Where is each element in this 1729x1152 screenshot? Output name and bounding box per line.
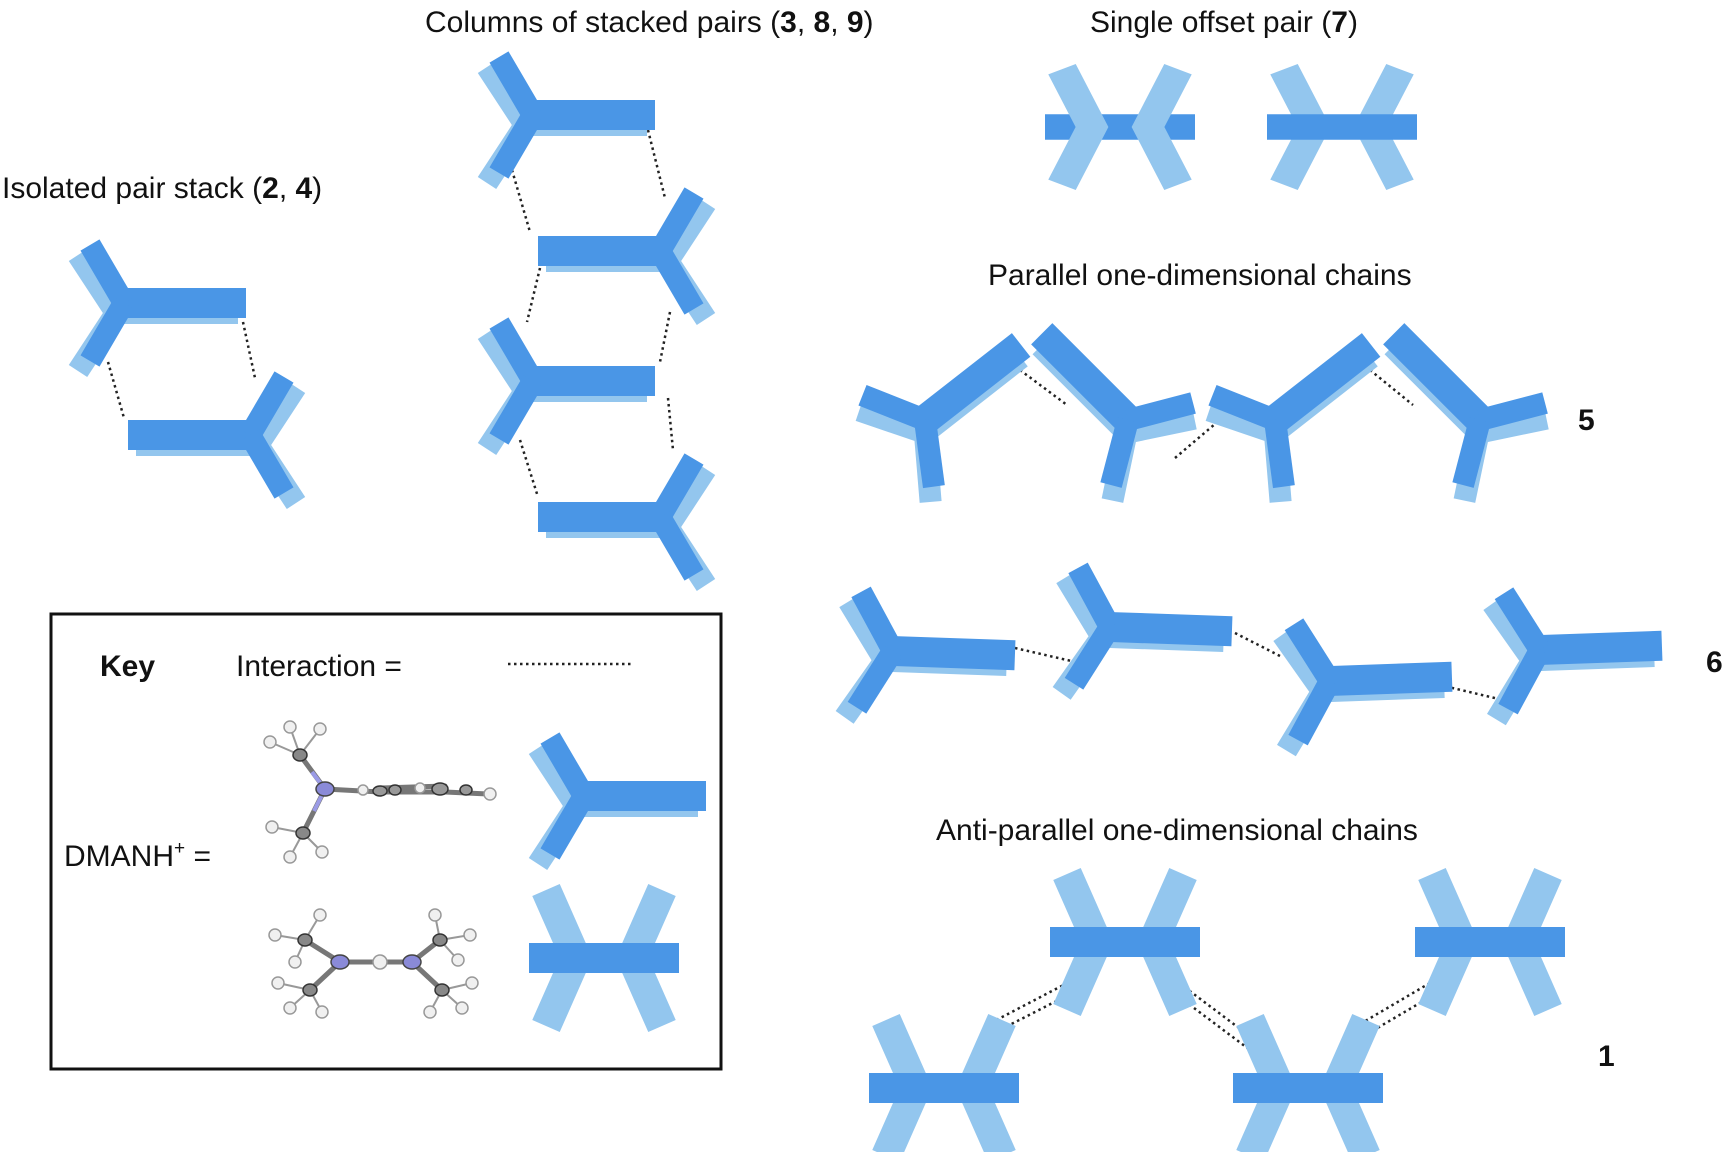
interaction-line: [1169, 989, 1251, 1051]
key-interaction-label: Interaction =: [236, 650, 402, 683]
dmanh-monomer-icon: [487, 323, 655, 449]
dmanh-monomer-icon: [487, 57, 655, 183]
dmanh-monomer-structure: [263, 720, 497, 864]
interaction-line: [1349, 978, 1436, 1032]
dmanh-monomer-icon: [128, 377, 296, 503]
interaction-line: [241, 321, 257, 379]
dmanh-monomer-icon: [538, 459, 706, 585]
dmanh-dimer-icon: [1267, 69, 1417, 185]
interaction-line: [106, 361, 126, 419]
key-dmanh-label: DMANH+ =: [64, 838, 211, 873]
label-compound-6: 6: [1706, 646, 1723, 679]
dmanh-dimer-icon: [1415, 874, 1565, 1010]
dmanh-monomer-icon: [78, 245, 246, 371]
parallel-chain-6: [845, 567, 1665, 750]
dmanh-monomer-icon: [1062, 567, 1234, 699]
title-parallel-chains: Parallel one-dimensional chains: [988, 259, 1412, 292]
interaction-line: [510, 169, 532, 233]
interaction-line: [646, 129, 667, 199]
dmanh-monomer-icon: [1346, 293, 1554, 501]
interaction-line: [525, 267, 542, 323]
interaction-line: [658, 311, 672, 363]
key-title: Key: [100, 650, 155, 683]
dmanh-monomer-icon: [538, 193, 706, 319]
dmanh-monomer-icon: [853, 299, 1063, 502]
dmanh-dimer-structure: [268, 908, 479, 1019]
columns-of-stacked-pairs: [487, 57, 706, 585]
antiparallel-chain-1: [869, 874, 1565, 1152]
isolated-pair-stack: [78, 245, 296, 503]
title-isolated-pair-stack: Isolated pair stack (2, 4): [2, 172, 322, 205]
interaction-line: [666, 397, 675, 451]
interaction-line: [1439, 683, 1504, 702]
dmanh-monomer-icon: [845, 591, 1017, 723]
key-panel: Key Interaction = DMANH+ =: [49, 612, 723, 1071]
dmanh-dimer-icon: [1045, 69, 1195, 185]
interaction-line: [1234, 631, 1281, 658]
interaction-line: [1014, 646, 1081, 665]
interaction-line: [518, 439, 540, 498]
key-dimer-icon: [529, 890, 679, 1026]
single-offset-pair: [1045, 69, 1417, 185]
label-compound-5: 5: [1578, 404, 1595, 437]
parallel-chain-5: [853, 293, 1553, 502]
interaction-line: [1356, 988, 1443, 1042]
title-columns-of-stacked-pairs: Columns of stacked pairs (3, 8, 9): [425, 6, 874, 39]
title-single-offset-pair: Single offset pair (7): [1090, 6, 1358, 39]
interaction-line: [1174, 417, 1223, 459]
dmanh-monomer-icon: [994, 293, 1202, 501]
interaction-line: [989, 988, 1079, 1037]
label-compound-1: 1: [1598, 1040, 1615, 1073]
dmanh-monomer-icon: [1203, 299, 1413, 502]
dmanh-monomer-icon: [1492, 588, 1664, 720]
dmanh-monomer-icon: [1282, 619, 1454, 751]
interaction-line: [1019, 368, 1068, 407]
key-border: [49, 612, 723, 1071]
key-monomer-icon: [538, 738, 706, 864]
dmanh-dimer-icon: [869, 1020, 1019, 1152]
dmanh-dimer-icon: [1233, 1020, 1383, 1152]
interaction-line: [984, 978, 1074, 1028]
dmanh-dimer-icon: [1050, 874, 1200, 1010]
interaction-line: [1174, 979, 1256, 1041]
title-antiparallel-chains: Anti-parallel one-dimensional chains: [936, 814, 1418, 847]
